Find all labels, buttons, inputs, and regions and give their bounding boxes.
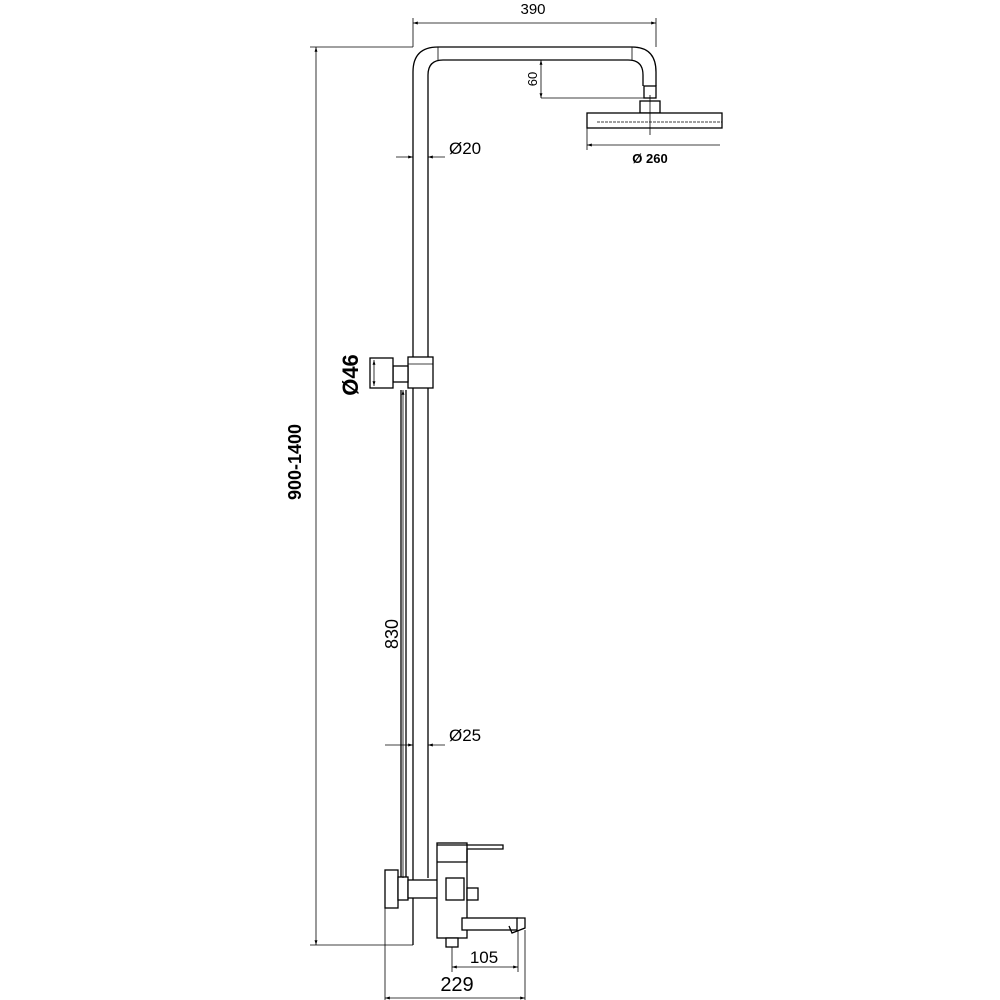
slide-bracket (369, 356, 434, 389)
dimension-lines (310, 18, 720, 1000)
dim-arm-length: 390 (520, 1, 545, 18)
dim-spout: 105 (470, 948, 498, 967)
shower-head (586, 112, 723, 129)
dim-upper-pipe: Ø20 (449, 139, 481, 158)
dim-lower-pipe: Ø25 (449, 726, 481, 745)
dim-slide-bar: 830 (382, 619, 402, 649)
dim-total-height: 900-1400 (285, 424, 305, 500)
bath-mixer (384, 842, 526, 948)
dim-mixer-depth: 229 (440, 974, 473, 996)
dim-head-diameter: Ø 260 (632, 151, 667, 166)
shower-column (369, 46, 723, 948)
dim-bracket: Ø46 (338, 354, 363, 396)
dim-arm-drop: 60 (525, 72, 540, 86)
